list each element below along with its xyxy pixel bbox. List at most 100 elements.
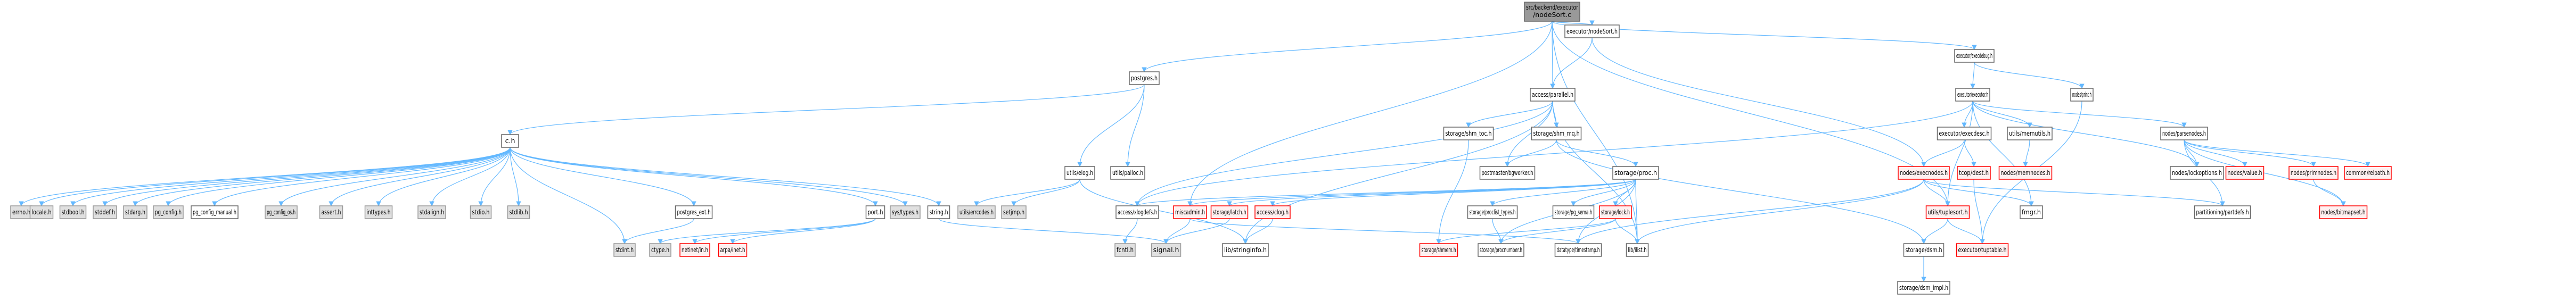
edge-tuplesort-h-to-tuptable-h xyxy=(1947,218,1985,244)
graph-node-errcodes-h[interactable]: utils/errcodes.h xyxy=(957,205,996,219)
graph-node-tuptable-h[interactable]: executor/tuptable.h xyxy=(1956,243,2009,257)
graph-node-dsm-impl-h[interactable]: storage/dsm_impl.h xyxy=(1897,281,1950,295)
graph-node-dsm-h[interactable]: storage/dsm.h xyxy=(1903,243,1945,257)
edge-parsenodes-h-to-primnodes-h xyxy=(2184,139,2316,167)
graph-node-shm-mq-h[interactable]: storage/shm_mq.h xyxy=(1531,127,1582,140)
node-box xyxy=(470,205,492,219)
graph-node-lock-h[interactable]: storage/lock.h xyxy=(1599,205,1632,219)
graph-node-fcntl-h[interactable]: fcntl.h xyxy=(1114,243,1136,257)
node-label: partitioning/partdefs.h xyxy=(2196,208,2249,216)
node-label: storage/shm_mq.h xyxy=(1533,129,1580,137)
edge-miscadmin-h-to-timestamp-h xyxy=(1189,218,1581,244)
graph-node-sys-types-h[interactable]: sys/types.h xyxy=(890,205,921,219)
graph-node-assert-h[interactable]: assert.h xyxy=(319,205,343,219)
node-box xyxy=(153,205,184,219)
node-label: utils/memutils.h xyxy=(2009,129,2050,137)
graph-node-errno-h[interactable]: errno.h xyxy=(10,205,32,219)
node-label: nodes/bitmapset.h xyxy=(2321,208,2366,216)
graph-node-lockoptions-h[interactable]: nodes/lockoptions.h xyxy=(2170,166,2224,180)
graph-node-execdebug-h[interactable]: executor/execdebug.h xyxy=(1954,49,1995,63)
graph-node-arpa-inet-h[interactable]: arpa/inet.h xyxy=(718,243,748,257)
graph-node-string-h[interactable]: string.h xyxy=(927,205,950,219)
edge-executor-h-to-memutils-h xyxy=(1972,101,2032,128)
node-box xyxy=(1129,71,1160,85)
graph-node-stringinfo-h[interactable]: lib/stringinfo.h xyxy=(1222,243,1269,257)
graph-node-parsenodes-h[interactable]: nodes/parsenodes.h xyxy=(2160,127,2208,140)
edge-c-h-to-assert-h xyxy=(329,147,511,206)
graph-node-c-h[interactable]: c.h xyxy=(501,134,519,148)
graph-node-postgres-ext-h[interactable]: postgres_ext.h xyxy=(675,205,713,219)
graph-node-bgworker-h[interactable]: postmaster/bgworker.h xyxy=(1479,166,1536,180)
graph-node-postgres-h[interactable]: postgres.h xyxy=(1129,71,1160,85)
graph-node-setjmp-h[interactable]: setjmp.h xyxy=(1001,205,1027,219)
graph-node-relpath-h[interactable]: common/relpath.h xyxy=(2344,166,2392,180)
graph-node-pg-config-manual-h[interactable]: pg_config_manual.h xyxy=(191,205,239,219)
edge-parsenodes-h-to-value-h xyxy=(2184,139,2247,167)
graph-node-stdlib-h[interactable]: stdlib.h xyxy=(507,205,530,219)
graph-node-tuplesort-h[interactable]: utils/tuplesort.h xyxy=(1925,205,1970,219)
node-label: storage/procnumber.h xyxy=(1480,246,1522,254)
edge-postgres-ext-h-to-stdint-h xyxy=(622,218,694,244)
graph-node-timestamp-h[interactable]: datatype/timestamp.h xyxy=(1554,243,1602,257)
graph-node-stddef-h[interactable]: stddef.h xyxy=(93,205,117,219)
edge-string-h-to-signal-h xyxy=(938,218,1169,244)
node-label: assert.h xyxy=(322,208,341,216)
graph-node-partdefs-h[interactable]: partitioning/partdefs.h xyxy=(2194,205,2251,219)
node-label: errno.h xyxy=(12,208,30,216)
node-box xyxy=(1173,205,1207,219)
edge-proc-h-to-clog-h xyxy=(1270,179,1636,206)
edge-root-to-tuplesort-h xyxy=(1552,21,1950,206)
graph-node-memnodes-h[interactable]: nodes/memnodes.h xyxy=(1998,166,2053,180)
node-label: lib/stringinfo.h xyxy=(1224,246,1267,254)
graph-node-stdio-h[interactable]: stdio.h xyxy=(470,205,492,219)
graph-node-proclist-types-h[interactable]: storage/proclist_types.h xyxy=(1467,205,1518,219)
graph-node-execdesc-h[interactable]: executor/execdesc.h xyxy=(1937,127,1992,140)
graph-node-palloc-h[interactable]: utils/palloc.h xyxy=(1110,166,1145,180)
node-label: datatype/timestamp.h xyxy=(1557,246,1600,254)
edge-postgres-h-to-c-h xyxy=(507,84,1145,135)
graph-node-xlogdefs-h[interactable]: access/xlogdefs.h xyxy=(1115,205,1159,219)
graph-node-pg-config-os-h[interactable]: pg_config_os.h xyxy=(265,205,298,219)
graph-node-ilist-h[interactable]: lib/ilist.h xyxy=(1626,243,1649,257)
graph-node-elog-h[interactable]: utils/elog.h xyxy=(1064,166,1095,180)
graph-node-signal-h[interactable]: signal.h xyxy=(1151,243,1182,257)
graph-node-netinet-in-h[interactable]: netinet/in.h xyxy=(679,243,710,257)
graph-node-shm-toc-h[interactable]: storage/shm_toc.h xyxy=(1443,127,1494,140)
graph-node-dest-h[interactable]: tcop/dest.h xyxy=(1957,166,1991,180)
graph-node-proc-h[interactable]: storage/proc.h xyxy=(1612,166,1659,180)
graph-node-stdalign-h[interactable]: stdalign.h xyxy=(417,205,446,219)
node-box xyxy=(2170,166,2224,180)
graph-node-stdarg-h[interactable]: stdarg.h xyxy=(123,205,147,219)
node-box xyxy=(2344,166,2392,180)
graph-node-stdbool-h[interactable]: stdbool.h xyxy=(59,205,87,219)
node-box xyxy=(1115,205,1159,219)
graph-node-ctype-h[interactable]: ctype.h xyxy=(649,243,671,257)
graph-node-stdint-h[interactable]: stdint.h xyxy=(613,243,636,257)
graph-node-inttypes-h[interactable]: inttypes.h xyxy=(364,205,393,219)
graph-node-memutils-h[interactable]: utils/memutils.h xyxy=(2007,127,2053,140)
node-box xyxy=(1110,166,1145,180)
graph-node-fmgr-h[interactable]: fmgr.h xyxy=(2020,205,2043,219)
graph-node-value-h[interactable]: nodes/value.h xyxy=(2225,166,2265,180)
graph-node-executor-h[interactable]: executor/executor.h xyxy=(1955,88,1990,102)
graph-node-bitmapset-h[interactable]: nodes/bitmapset.h xyxy=(2319,205,2368,219)
graph-node-primnodes-h[interactable]: nodes/primnodes.h xyxy=(2288,166,2339,180)
graph-node-parallel-h[interactable]: access/parallel.h xyxy=(1530,88,1576,102)
graph-node-execnodes-h[interactable]: nodes/execnodes.h xyxy=(1898,166,1950,180)
graph-node-procnumber-h[interactable]: storage/procnumber.h xyxy=(1478,243,1524,257)
graph-node-pg-sema-h[interactable]: storage/pg_sema.h xyxy=(1552,205,1595,219)
node-label: locale.h xyxy=(32,208,52,216)
edge-tuplesort-h-to-dsm-h xyxy=(1921,218,1948,244)
graph-node-nodeSort-h[interactable]: executor/nodeSort.h xyxy=(1564,24,1620,38)
graph-node-locale-h[interactable]: locale.h xyxy=(29,205,54,219)
node-label: postmaster/bgworker.h xyxy=(1482,169,1533,177)
graph-node-miscadmin-h[interactable]: miscadmin.h xyxy=(1173,205,1207,219)
graph-node-shmem-h[interactable]: storage/shmem.h xyxy=(1419,243,1458,257)
graph-node-latch-h[interactable]: storage/latch.h xyxy=(1210,205,1249,219)
graph-node-clog-h[interactable]: access/clog.h xyxy=(1254,205,1291,219)
graph-node-print-h[interactable]: nodes/print.h xyxy=(2070,88,2094,102)
edge-proclist-types-h-to-procnumber-h xyxy=(1492,218,1504,244)
graph-node-pg-config-h[interactable]: pg_config.h xyxy=(153,205,184,219)
graph-node-root[interactable]: src/backend/executor/nodeSort.c xyxy=(1524,2,1580,22)
graph-node-port-h[interactable]: port.h xyxy=(865,205,885,219)
